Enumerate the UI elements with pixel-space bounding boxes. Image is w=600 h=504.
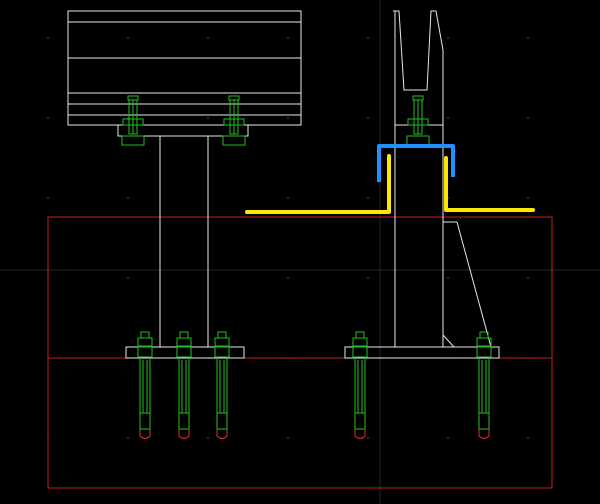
anchor-bolts (137, 331, 492, 439)
anchor-bolt-1 (137, 331, 153, 439)
anchor-bolt-3 (214, 331, 230, 439)
top-bolt-2 (222, 95, 246, 146)
grid-dots (47, 37, 529, 439)
foundation-frame[interactable] (47, 216, 553, 489)
anchor-bolt-2 (176, 331, 192, 439)
left-beam[interactable] (67, 10, 302, 359)
yellow-highlight (245, 154, 535, 214)
blue-highlight (377, 144, 455, 182)
anchor-bolt-4 (352, 331, 368, 439)
top-bolt-3 (406, 95, 430, 146)
top-bolt-1 (121, 95, 145, 146)
anchor-bolt-5 (476, 331, 492, 439)
top-bolts (121, 95, 430, 146)
right-bracket[interactable] (344, 10, 500, 359)
